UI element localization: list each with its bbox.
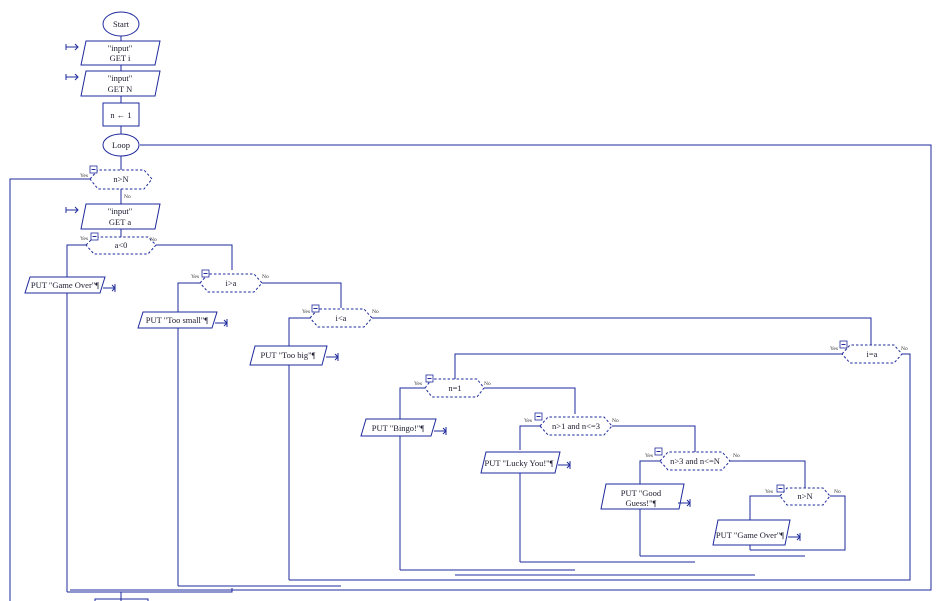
svg-text:PUT "Game Over"¶: PUT "Game Over"¶ bbox=[716, 530, 784, 540]
svg-text:Yes: Yes bbox=[765, 489, 773, 495]
svg-text:i=a: i=a bbox=[867, 349, 878, 359]
loop-terminal bbox=[102, 133, 140, 157]
svg-text:No: No bbox=[733, 453, 740, 459]
output-game-over-2: PUT "Game Over"¶ bbox=[712, 519, 801, 546]
output-game-over-1: PUT "Game Over"¶ bbox=[24, 276, 116, 294]
input-arrow-icon bbox=[65, 73, 79, 81]
output-arrow-icon bbox=[215, 319, 228, 327]
decision-n-gt-N-inner: n>N Yes No bbox=[765, 484, 841, 506]
assign-n-box bbox=[102, 102, 140, 127]
output-arrow-icon bbox=[788, 533, 801, 541]
decision-n-3-to-N: n>3 and n<=N Yes No bbox=[645, 447, 740, 471]
output-arrow-icon bbox=[103, 284, 116, 292]
svg-text:PUT "Good: PUT "Good bbox=[621, 488, 662, 498]
svg-text:i>a: i>a bbox=[226, 278, 237, 288]
svg-text:No: No bbox=[612, 418, 619, 424]
input-get-n: "input" GET N bbox=[65, 70, 161, 97]
svg-text:PUT "Game Over"¶: PUT "Game Over"¶ bbox=[31, 280, 99, 290]
svg-text:GET i: GET i bbox=[110, 53, 131, 63]
decision-i-gt-a: i>a Yes No bbox=[191, 269, 269, 293]
svg-text:Yes: Yes bbox=[414, 381, 422, 387]
svg-text:n=1: n=1 bbox=[448, 383, 461, 393]
svg-text:No: No bbox=[124, 194, 131, 200]
svg-text:No: No bbox=[484, 381, 491, 387]
input-get-a: "input" GET a bbox=[65, 203, 161, 230]
decision-a-lt-0: a<0 Yes No bbox=[80, 232, 157, 255]
output-too-big: PUT "Too big"¶ bbox=[249, 345, 339, 366]
decision-n-eq-1: n=1 Yes No bbox=[414, 374, 491, 398]
decision-n-1-to-3: n>1 and n<=3 Yes No bbox=[524, 412, 619, 436]
svg-text:No: No bbox=[372, 309, 379, 315]
decision-i-eq-a: i=a Yes No bbox=[830, 340, 908, 364]
svg-text:Guess!"¶: Guess!"¶ bbox=[626, 498, 657, 508]
decision-i-lt-a: i<a Yes No bbox=[302, 304, 379, 328]
output-lucky-you: PUT "Lucky You!"¶ bbox=[480, 451, 571, 474]
output-bingo: PUT "Bingo!"¶ bbox=[360, 418, 447, 437]
svg-text:PUT "Too small"¶: PUT "Too small"¶ bbox=[146, 315, 209, 325]
svg-text:"input": "input" bbox=[108, 206, 132, 216]
svg-text:Yes: Yes bbox=[645, 453, 653, 459]
svg-text:Yes: Yes bbox=[80, 173, 88, 179]
svg-text:No: No bbox=[901, 346, 908, 352]
svg-text:a<0: a<0 bbox=[115, 240, 128, 250]
flow-connectors bbox=[9, 36, 932, 601]
svg-text:No: No bbox=[262, 274, 269, 280]
start-label: Start bbox=[113, 19, 130, 29]
output-arrow-icon bbox=[678, 499, 691, 507]
output-arrow-icon bbox=[326, 353, 339, 361]
svg-text:Yes: Yes bbox=[80, 236, 88, 242]
svg-text:PUT "Too big"¶: PUT "Too big"¶ bbox=[261, 350, 316, 360]
svg-text:n>3 and n<=N: n>3 and n<=N bbox=[670, 456, 720, 466]
svg-text:No: No bbox=[834, 489, 841, 495]
loop-label: Loop bbox=[112, 140, 130, 150]
output-arrow-icon bbox=[558, 461, 571, 469]
svg-text:Yes: Yes bbox=[191, 274, 199, 280]
output-good-guess: PUT "Good Guess!"¶ bbox=[600, 483, 691, 510]
assign-n-label: n ← 1 bbox=[110, 110, 131, 120]
svg-text:PUT "Lucky You!"¶: PUT "Lucky You!"¶ bbox=[485, 458, 554, 468]
svg-text:"input": "input" bbox=[108, 43, 132, 53]
output-too-small: PUT "Too small"¶ bbox=[137, 311, 228, 329]
input-get-i: "input" GET i bbox=[65, 40, 161, 66]
svg-text:No: No bbox=[150, 237, 157, 243]
svg-text:GET N: GET N bbox=[108, 84, 133, 94]
output-arrow-icon bbox=[434, 427, 447, 435]
svg-text:Yes: Yes bbox=[524, 418, 532, 424]
svg-text:Yes: Yes bbox=[830, 346, 838, 352]
svg-text:PUT "Bingo!"¶: PUT "Bingo!"¶ bbox=[372, 423, 425, 433]
decision-exit: n>N Yes No bbox=[80, 165, 153, 200]
svg-text:n>N: n>N bbox=[113, 174, 128, 184]
input-arrow-icon bbox=[65, 206, 79, 214]
svg-text:"input": "input" bbox=[108, 73, 132, 83]
svg-text:i<a: i<a bbox=[336, 313, 347, 323]
start-terminal bbox=[102, 11, 140, 37]
svg-text:n>1 and n<=3: n>1 and n<=3 bbox=[552, 421, 600, 431]
svg-text:n>N: n>N bbox=[797, 491, 812, 501]
svg-text:GET a: GET a bbox=[109, 217, 131, 227]
input-arrow-icon bbox=[65, 43, 79, 51]
svg-text:Yes: Yes bbox=[302, 309, 310, 315]
